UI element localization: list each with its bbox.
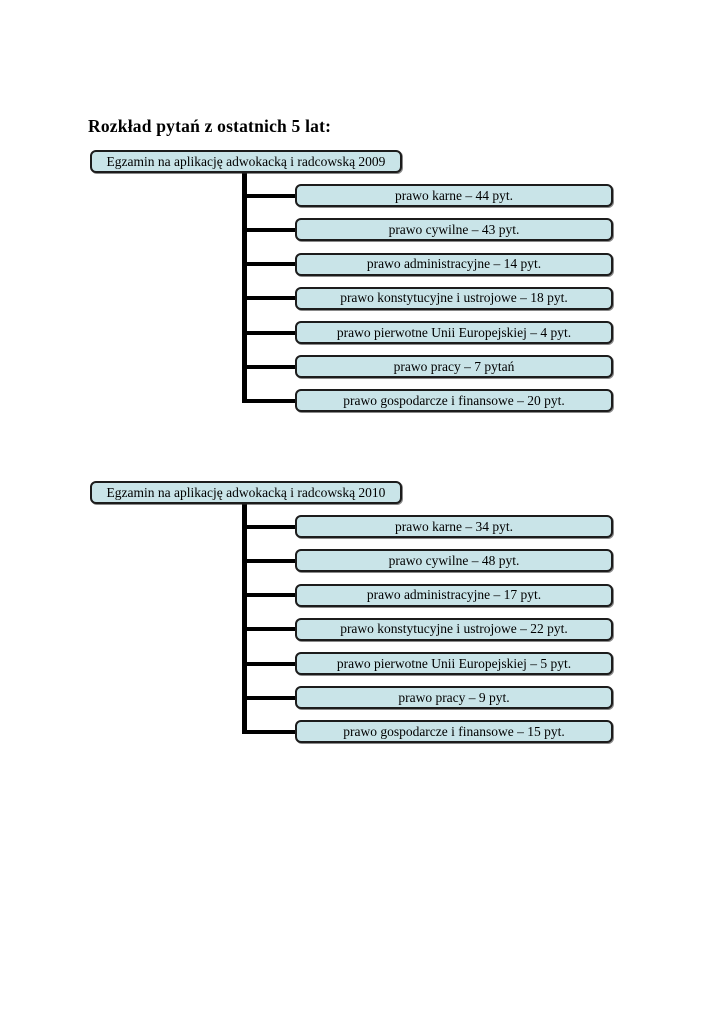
tree-branch-line [242,330,298,335]
subject-count-box: prawo cywilne – 43 pyt. [295,218,613,241]
subject-count-label: prawo cywilne – 43 pyt. [388,221,520,237]
tree-branch-line [242,227,298,232]
subject-count-box: prawo administracyjne – 17 pyt. [295,583,613,607]
subject-count-box: prawo pierwotne Unii Europejskiej – 5 py… [295,652,613,675]
tree-branch-line [242,398,298,403]
subject-count-box: prawo karne – 44 pyt. [295,184,613,207]
subject-count-label: prawo pierwotne Unii Europejskiej – 5 py… [336,655,572,671]
subject-count-label: prawo karne – 44 pyt. [394,187,514,203]
exam-tree-2010: Egzamin na aplikację adwokacką i radcows… [0,481,725,747]
subject-count-label: prawo pierwotne Unii Europejskiej – 4 py… [336,324,572,340]
tree-branch-line [242,695,298,700]
subject-count-box: prawo pierwotne Unii Europejskiej – 4 py… [295,321,613,344]
exam-year-label: Egzamin na aplikację adwokacką i radcows… [106,484,386,500]
tree-branch-line [242,593,298,597]
subject-count-box: prawo gospodarcze i finansowe – 15 pyt. [295,720,613,743]
subject-count-label: prawo gospodarcze i finansowe – 20 pyt. [343,392,565,408]
tree-branch-line [242,661,298,666]
subject-count-label: prawo pracy – 7 pytań [393,358,515,374]
exam-year-label: Egzamin na aplikację adwokacką i radcows… [106,153,386,169]
subject-count-box: prawo konstytucyjne i ustrojowe – 18 pyt… [295,286,613,310]
subject-count-box: prawo karne – 34 pyt. [295,515,613,538]
exam-year-box: Egzamin na aplikację adwokacką i radcows… [90,481,402,504]
exam-year-box: Egzamin na aplikację adwokacką i radcows… [90,150,402,173]
subject-count-box: prawo administracyjne – 14 pyt. [295,252,613,276]
subject-count-box: prawo pracy – 7 pytań [295,355,613,378]
subject-count-label: prawo administracyjne – 14 pyt. [366,256,542,272]
subject-count-label: prawo konstytucyjne i ustrojowe – 18 pyt… [340,290,568,306]
tree-branch-line [242,262,298,266]
tree-trunk-line [242,503,247,734]
page-title: Rozkład pytań z ostatnich 5 lat: [88,116,332,136]
subject-count-label: prawo karne – 34 pyt. [394,518,514,534]
tree-branch-line [242,558,298,563]
subject-count-label: prawo cywilne – 48 pyt. [388,552,520,568]
tree-branch-line [242,296,298,300]
tree-branch-line [242,627,298,631]
subject-count-label: prawo gospodarcze i finansowe – 15 pyt. [343,723,565,739]
subject-count-box: prawo cywilne – 48 pyt. [295,549,613,572]
tree-branch-line [242,729,298,734]
subject-count-box: prawo pracy – 9 pyt. [295,686,613,709]
subject-count-label: prawo administracyjne – 17 pyt. [366,587,542,603]
tree-branch-line [242,524,298,529]
tree-branch-line [242,193,298,198]
exam-tree-2009: Egzamin na aplikację adwokacką i radcows… [0,150,725,416]
subject-count-box: prawo gospodarcze i finansowe – 20 pyt. [295,389,613,412]
subject-count-label: prawo konstytucyjne i ustrojowe – 22 pyt… [340,621,568,637]
tree-branch-line [242,364,298,369]
tree-trunk-line [242,172,247,403]
subject-count-label: prawo pracy – 9 pyt. [398,689,510,705]
subject-count-box: prawo konstytucyjne i ustrojowe – 22 pyt… [295,617,613,641]
